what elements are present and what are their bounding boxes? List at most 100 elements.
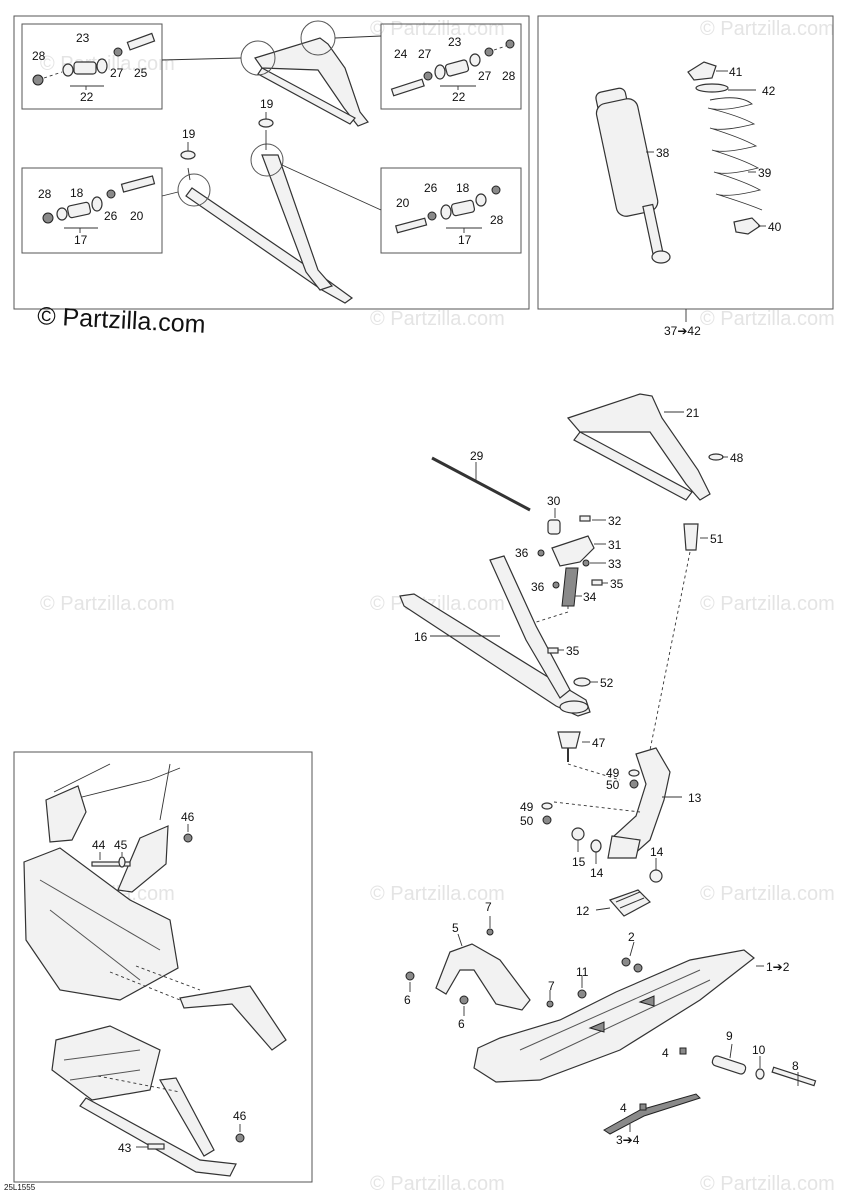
labels-frame-panel: 46 44 45 46 43 (91, 810, 247, 1155)
callout-7: 7 (548, 979, 555, 993)
callout-4: 4 (662, 1046, 669, 1060)
bushing-inset-top-left (21, 23, 163, 110)
bushing-15 (571, 827, 585, 841)
frame-mounting-panel (13, 751, 313, 1183)
nut-50b (542, 815, 552, 825)
callout-19: 19 (260, 97, 274, 111)
callout-5: 5 (452, 921, 459, 935)
callout-11: 11 (576, 965, 589, 979)
callout-32: 32 (608, 514, 622, 528)
callout-48: 48 (730, 451, 744, 465)
callout-9: 9 (726, 1029, 733, 1043)
washer-45 (118, 856, 126, 868)
callout-6: 6 (458, 1017, 465, 1031)
callout-33: 33 (608, 557, 622, 571)
callout-17: 17 (458, 233, 472, 247)
nut-11 (577, 989, 587, 999)
callout-8: 8 (792, 1059, 799, 1073)
bushing-parts-top-right (390, 39, 515, 97)
bushing-parts-bottom-left (42, 175, 156, 224)
callout-27: 27 (110, 66, 124, 80)
diagram-code: 25L1555 (4, 1183, 36, 1192)
link-34 (561, 567, 579, 607)
upper-a-arm (566, 393, 711, 501)
nut-46a (183, 833, 193, 843)
callout-42: 42 (762, 84, 776, 98)
labels-shock-panel: 41 42 38 39 40 37➔42 (646, 65, 782, 338)
frame-assembly (23, 763, 287, 1177)
callout-26: 26 (104, 209, 118, 223)
screw-7a (486, 928, 494, 936)
callout-30: 30 (547, 494, 561, 508)
callout-28: 28 (490, 213, 504, 227)
watermark-layer: © Partzilla.com © Partzilla.com © Partzi… (40, 18, 835, 1195)
shock-absorber (595, 87, 671, 264)
watermark: © Partzilla.com (700, 18, 835, 40)
callout-35: 35 (610, 577, 624, 591)
carbide-runner (603, 1093, 701, 1135)
callout-52: 52 (600, 676, 614, 690)
washer-49b (541, 802, 553, 810)
callout-26: 26 (424, 181, 438, 195)
callout-28: 28 (38, 187, 52, 201)
bolt-35b (547, 647, 559, 654)
nut-4b (639, 1103, 647, 1111)
callout-25: 25 (134, 66, 148, 80)
callout-40: 40 (768, 220, 782, 234)
spacer-9 (711, 1055, 747, 1075)
bushing-30 (547, 519, 561, 535)
bushing-14a (590, 839, 602, 853)
nut-46b (235, 1133, 245, 1143)
callout-22: 22 (452, 90, 466, 104)
labels-top-left-panel: 28 23 27 25 22 24 27 23 27 28 22 19 19 2… (32, 31, 516, 247)
watermark: © Partzilla.com (40, 593, 175, 615)
watermark: © Partzilla.com (700, 308, 835, 330)
callout-38: 38 (656, 146, 670, 160)
callout-28: 28 (32, 49, 46, 63)
shock-absorber-panel (537, 15, 834, 310)
callout-15: 15 (572, 855, 586, 869)
callout-12: 12 (576, 904, 590, 918)
callout-41: 41 (729, 65, 743, 79)
clip-52 (573, 677, 591, 687)
callout-51: 51 (710, 532, 724, 546)
bracket-31 (551, 535, 595, 567)
callout-44: 44 (92, 838, 106, 852)
callout-37-42: 37➔42 (664, 324, 701, 338)
callout-46: 46 (233, 1109, 247, 1123)
watermark: © Partzilla.com (700, 883, 835, 905)
watermark: © Partzilla.com (370, 883, 505, 905)
callout-29: 29 (470, 449, 484, 463)
callout-50: 50 (520, 814, 534, 828)
callout-36: 36 (531, 580, 545, 594)
wear-pad-12 (608, 889, 651, 917)
callout-23: 23 (448, 35, 462, 49)
bolt-35a (591, 579, 603, 586)
callout-18: 18 (456, 181, 470, 195)
washer-10 (755, 1068, 765, 1080)
callout-23: 23 (76, 31, 90, 45)
screw-6a (405, 971, 415, 981)
callout-14: 14 (650, 845, 664, 859)
callout-46: 46 (181, 810, 195, 824)
watermark: © Partzilla.com (370, 1173, 505, 1195)
nut-36b (552, 581, 560, 589)
callout-27: 27 (478, 69, 492, 83)
callout-50: 50 (606, 778, 620, 792)
callout-3-4: 3➔4 (616, 1133, 640, 1147)
callout-20: 20 (396, 196, 410, 210)
nut-4a (679, 1047, 687, 1055)
spindle-13 (607, 747, 671, 859)
nut-33 (582, 559, 590, 567)
ski-handle-5 (435, 943, 531, 1011)
callout-39: 39 (758, 166, 772, 180)
callout-10: 10 (752, 1043, 766, 1057)
callout-34: 34 (583, 590, 597, 604)
callout-7: 7 (485, 900, 492, 914)
lower-a-arm (399, 555, 591, 717)
callout-49: 49 (520, 800, 534, 814)
bolt-43 (147, 1143, 165, 1150)
callout-27: 27 (418, 47, 432, 61)
nut-50a (629, 779, 639, 789)
